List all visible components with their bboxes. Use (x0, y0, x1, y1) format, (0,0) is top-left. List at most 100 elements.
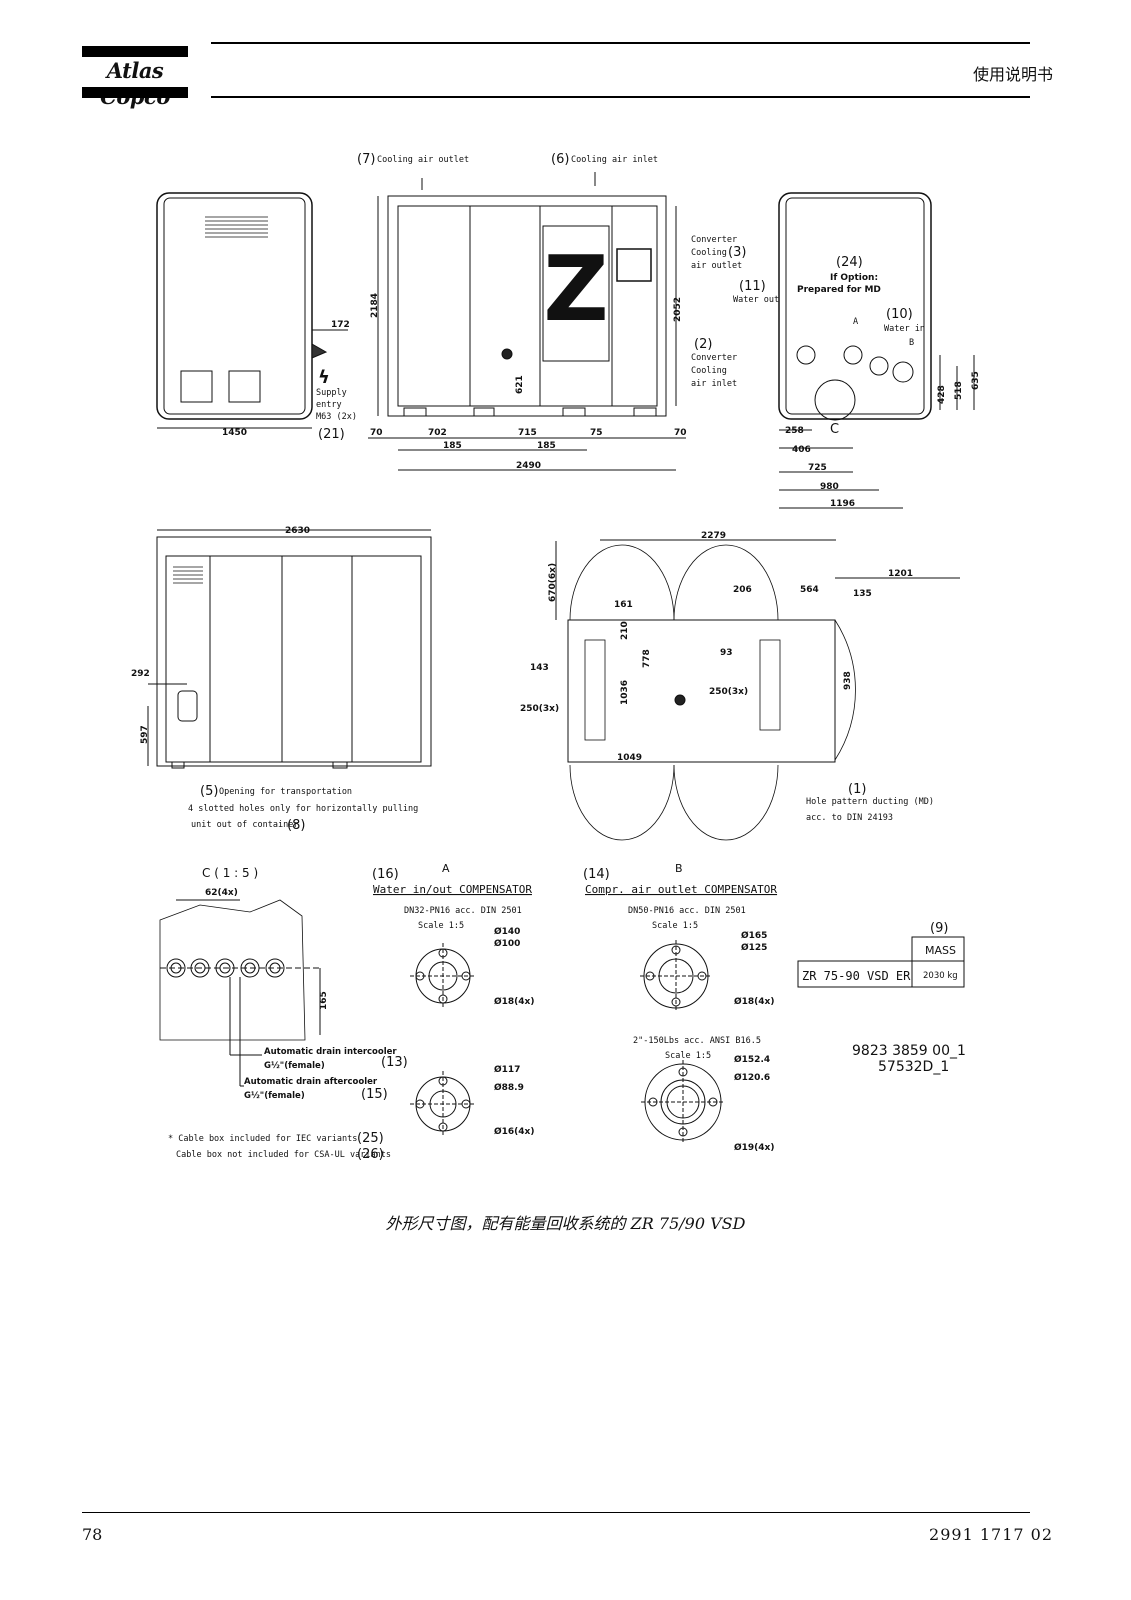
detail-c (159, 899, 321, 1087)
detail-b-letter: B (675, 862, 683, 875)
ref-5: (5) (200, 784, 218, 799)
dim-70-left: 70 (370, 428, 383, 438)
ref-21: (21) (318, 427, 345, 442)
slotted-2: unit out of container (191, 820, 298, 830)
dim-d19: Ø19(4x) (734, 1142, 774, 1153)
dim-1450: 1450 (222, 428, 247, 438)
dim-2052: 2052 (673, 297, 683, 322)
header-rule-top (211, 42, 1030, 44)
detail-a-letter: A (442, 862, 450, 875)
ref-11: (11) (739, 279, 766, 294)
left-view (156, 192, 348, 429)
flange-b-top (640, 940, 712, 1012)
option-text-1: If Option: (830, 273, 878, 283)
drain-inter-2: G½"(female) (264, 1060, 325, 1071)
dim-165-c: 165 (319, 991, 329, 1010)
dim-518: 518 (954, 381, 964, 400)
dim-1201: 1201 (888, 569, 913, 579)
dim-161: 161 (614, 600, 633, 610)
dim-172: 172 (331, 320, 350, 330)
dim-185-a: 185 (443, 441, 462, 451)
dim-428: 428 (937, 385, 947, 404)
docnum-1: 9823 3859 00_1 (852, 1043, 966, 1059)
detail-b-title: Compr. air outlet COMPENSATOR (585, 883, 777, 896)
drain-after-1: Automatic drain aftercooler (244, 1077, 378, 1087)
dim-670: 670(6x) (548, 563, 558, 602)
dim-980: 980 (820, 482, 839, 492)
marker-a: A (853, 317, 858, 327)
flange-b-bottom (641, 1060, 725, 1144)
dim-70-right: 70 (674, 428, 687, 438)
dim-75: 75 (590, 428, 603, 438)
header-rule-bottom (211, 96, 1030, 98)
ref-16: (16) (372, 867, 399, 882)
mass-header: MASS (925, 944, 956, 957)
cooling-air-outlet-label: Cooling air outlet (377, 155, 469, 165)
flange-a-bottom (410, 1071, 476, 1137)
dim-d140: Ø140 (494, 926, 520, 937)
side-view (147, 529, 432, 769)
detail-b-scale2: Scale 1:5 (665, 1051, 711, 1061)
dim-597: 597 (140, 725, 150, 744)
dim-702: 702 (428, 428, 447, 438)
ref-3: (3) (728, 245, 746, 260)
dim-143: 143 (530, 663, 549, 673)
dim-725: 725 (808, 463, 827, 473)
cable-note-1: * Cable box included for IEC variants (168, 1134, 357, 1144)
mass-model: ZR 75-90 VSD ER (802, 969, 911, 983)
dim-938: 938 (843, 671, 853, 690)
dim-1049: 1049 (617, 753, 642, 763)
slotted-1: 4 slotted holes only for horizontally pu… (188, 804, 418, 814)
dim-564: 564 (800, 585, 819, 595)
dim-250-left: 250(3x) (520, 704, 559, 714)
detail-b-scale: Scale 1:5 (652, 921, 698, 931)
dim-d18-b: Ø18(4x) (734, 996, 774, 1007)
detail-c-title: C ( 1 : 5 ) (202, 866, 258, 880)
dim-2184: 2184 (370, 293, 380, 318)
converter-outlet-1: Converter (691, 235, 737, 245)
ref-8: (8) (287, 818, 305, 833)
ref-15: (15) (361, 1087, 388, 1102)
water-in-label: Water in (884, 324, 925, 334)
ref-7: (7) (357, 152, 375, 167)
supply-entry-3: M63 (2x) (316, 412, 357, 422)
dim-2490: 2490 (516, 461, 541, 471)
dim-d100: Ø100 (494, 938, 520, 949)
dim-250-right: 250(3x) (709, 687, 748, 697)
ref-26: (26) (357, 1147, 384, 1162)
water-out-label: Water out (733, 295, 779, 305)
ref-2: (2) (694, 337, 712, 352)
marker-c: C (830, 422, 839, 437)
flange-a-top (410, 943, 476, 1009)
dim-210: 210 (620, 621, 630, 640)
figure-caption: 外形尺寸图，配有能量回收系统的 ZR 75/90 VSD (385, 1214, 746, 1233)
converter-inlet-1: Converter (691, 353, 737, 363)
dim-d18-a: Ø18(4x) (494, 996, 534, 1007)
opening-transport: Opening for transportation (219, 787, 352, 797)
left-view-vents (205, 216, 268, 238)
supply-entry-2: entry (316, 400, 342, 410)
option-text-2: Prepared for MD (797, 285, 881, 295)
ref-13: (13) (381, 1055, 408, 1070)
dim-d889: Ø88.9 (494, 1082, 524, 1093)
dim-406: 406 (792, 445, 811, 455)
converter-outlet-2: Cooling (691, 248, 727, 258)
dim-62: 62(4x) (205, 888, 238, 898)
detail-a-scale: Scale 1:5 (418, 921, 464, 931)
detail-a-spec: DN32-PN16 acc. DIN 2501 (404, 906, 522, 916)
ref-1: (1) (848, 782, 866, 797)
dim-621: 621 (515, 375, 525, 394)
supply-entry-1: Supply (316, 388, 347, 398)
dim-206: 206 (733, 585, 752, 595)
mass-table (797, 936, 965, 988)
dim-2630: 2630 (285, 526, 310, 536)
dim-1196: 1196 (830, 499, 855, 509)
dim-93: 93 (720, 648, 733, 658)
ref-25: (25) (357, 1131, 384, 1146)
dim-778: 778 (642, 649, 652, 668)
detail-b-spec: DN50-PN16 acc. DIN 2501 (628, 906, 746, 916)
electric-icon: ϟ (318, 367, 330, 388)
right-view (778, 192, 975, 509)
footer-rule (82, 1512, 1030, 1513)
ref-6: (6) (551, 152, 569, 167)
